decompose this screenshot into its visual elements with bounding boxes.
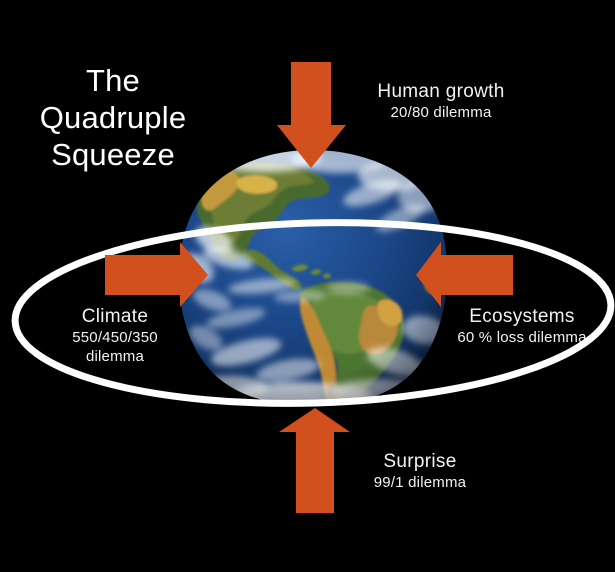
label-ecosystems-detail: 60 % loss dilemma bbox=[457, 329, 587, 346]
arrow-right-ecosystems bbox=[416, 242, 513, 307]
arrow-left-climate bbox=[105, 242, 208, 307]
label-climate: Climate 550/450/350 dilemma bbox=[30, 305, 200, 366]
page-title: The Quadruple Squeeze bbox=[39, 63, 187, 172]
label-climate-detail-2: dilemma bbox=[85, 348, 145, 365]
label-human-growth-title: Human growth bbox=[377, 81, 505, 102]
label-climate-detail: 550/450/350 bbox=[72, 329, 158, 346]
label-climate-title: Climate bbox=[81, 306, 149, 327]
label-surprise-title: Surprise bbox=[383, 451, 457, 472]
label-surprise-detail: 99/1 dilemma bbox=[373, 474, 467, 491]
label-ecosystems-title: Ecosystems bbox=[469, 306, 575, 327]
label-surprise: Surprise 99/1 dilemma bbox=[330, 450, 510, 492]
label-human-growth: Human growth 20/80 dilemma bbox=[341, 80, 541, 122]
label-human-growth-detail: 20/80 dilemma bbox=[390, 104, 492, 121]
arrow-top-human-growth bbox=[277, 62, 346, 168]
label-ecosystems: Ecosystems 60 % loss dilemma bbox=[432, 305, 612, 347]
